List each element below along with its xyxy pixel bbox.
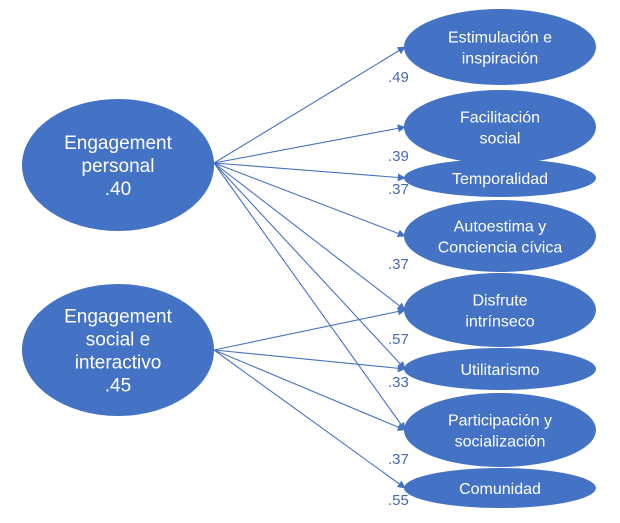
node-autoestima: Autoestima y Conciencia cívica	[404, 200, 596, 272]
coefficient-participacion: .37	[388, 451, 409, 468]
latent-factor-label-line: interactivo	[75, 352, 162, 373]
indicator-ellipse	[404, 200, 596, 272]
edge-engagement-personal-to-estimulacion	[213, 46, 406, 164]
edge-engagement-personal-to-disfrute	[213, 162, 406, 311]
node-facilitacion: Facilitación social	[404, 90, 596, 164]
indicator-label-line: Temporalidad	[452, 171, 548, 188]
latent-factor-label-line: .40	[105, 179, 131, 200]
coefficient-facilitacion: .39	[388, 148, 409, 165]
edge-engagement-social-to-disfrute	[213, 307, 406, 351]
indicator-ellipse	[404, 468, 596, 508]
edge-engagement-social-to-participacion	[213, 349, 406, 431]
indicator-label-line: inspiración	[462, 50, 538, 67]
indicator-label-line: Participación y	[448, 412, 552, 429]
indicator-label-line: Disfrute	[472, 292, 527, 309]
coefficient-estimulacion: .49	[388, 69, 409, 86]
coefficient-disfrute: .57	[388, 331, 409, 348]
indicator-label-line: socialización	[455, 433, 546, 450]
edge-engagement-personal-to-autoestima	[213, 162, 406, 238]
node-comunidad: Comunidad	[404, 468, 596, 508]
latent-factor-label-line: social e	[86, 329, 150, 350]
indicator-label-line: intrínseco	[465, 313, 534, 330]
latent-factor-label-line: Engagement	[64, 133, 172, 154]
edges	[213, 46, 406, 489]
indicator-ellipse	[404, 348, 596, 390]
coefficient-temporalidad: .37	[388, 181, 409, 198]
latent-factor-ellipse	[22, 284, 214, 416]
node-utilitarismo: Utilitarismo	[404, 348, 596, 390]
latent-factor-label-line: Engagement	[64, 306, 172, 327]
coefficients: .49 .39 .37 .37 .57 .33 .37 .55	[388, 69, 409, 509]
node-participacion: Participación y socialización	[404, 393, 596, 467]
indicator-ellipse	[404, 273, 596, 347]
node-temporalidad: Temporalidad	[404, 159, 596, 197]
node-disfrute: Disfrute intrínseco	[404, 273, 596, 347]
coefficient-comunidad: .55	[388, 492, 409, 509]
latent-factor-label-line: .45	[105, 375, 131, 396]
indicator-ellipse	[404, 90, 596, 164]
edge-engagement-personal-to-temporalidad	[213, 162, 406, 182]
edge-engagement-personal-to-facilitacion	[213, 124, 406, 164]
indicator-label-line: Comunidad	[459, 481, 541, 498]
latent-factor-label-line: personal	[82, 156, 155, 177]
edge-engagement-social-to-utilitarismo	[213, 349, 406, 373]
coefficient-autoestima: .37	[388, 256, 409, 273]
indicator-label-line: Conciencia cívica	[438, 239, 563, 256]
indicator-label-line: Autoestima y	[454, 218, 546, 235]
edge-engagement-social-to-comunidad	[213, 349, 406, 489]
indicator-label-line: Facilitación	[460, 109, 540, 126]
latent-factor-ellipse	[22, 99, 214, 231]
indicator-label-line: Utilitarismo	[460, 362, 539, 379]
node-estimulacion: Estimulación e inspiración	[404, 9, 596, 85]
indicator-ellipse	[404, 9, 596, 85]
indicator-label-line: Estimulación e	[448, 29, 552, 46]
indicator-label-line: social	[480, 130, 521, 147]
indicator-ellipse	[404, 159, 596, 197]
edge-engagement-personal-to-utilitarismo	[213, 162, 406, 370]
indicator-ellipse	[404, 393, 596, 467]
edge-engagement-personal-to-participacion	[213, 162, 406, 431]
coefficient-utilitarismo: .33	[388, 374, 409, 391]
